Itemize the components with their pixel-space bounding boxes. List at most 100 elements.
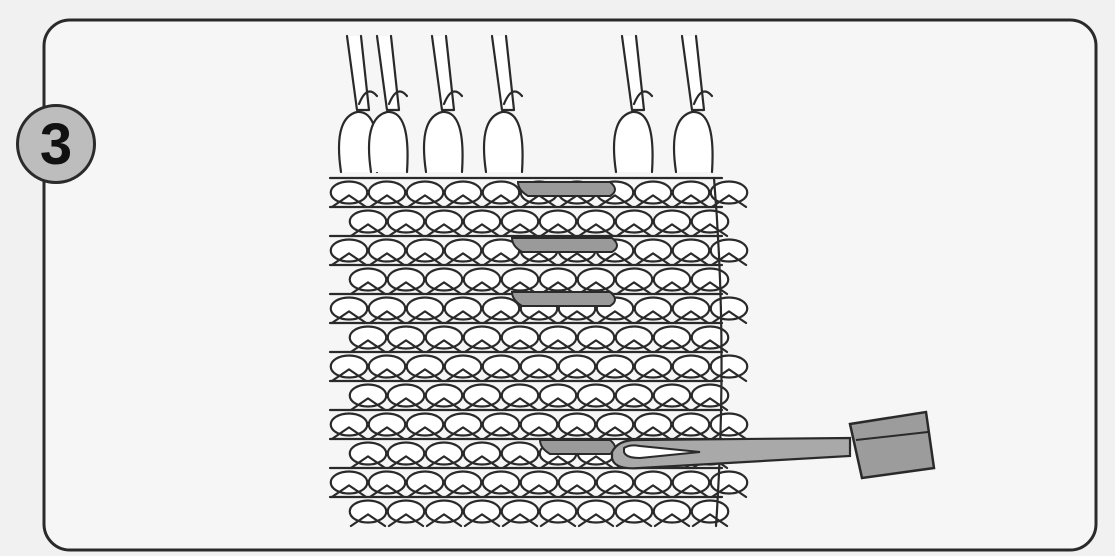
step-number-badge: 3 <box>16 104 96 184</box>
knit-stitch <box>464 500 500 522</box>
knit-stitch <box>521 355 557 377</box>
knit-stitch <box>616 500 652 522</box>
live-stitch-loop <box>424 112 463 172</box>
knit-stitch <box>521 413 557 435</box>
knit-stitch <box>407 297 443 319</box>
knit-stitch <box>445 239 481 261</box>
live-stitch-loop <box>614 112 653 172</box>
knit-stitch <box>616 384 652 406</box>
knit-stitch <box>597 355 633 377</box>
knit-stitch <box>483 471 519 493</box>
knit-stitch <box>369 413 405 435</box>
knit-stitch <box>388 442 424 464</box>
knit-stitch <box>635 239 671 261</box>
knit-stitch <box>673 239 709 261</box>
knit-stitch <box>692 326 728 348</box>
knit-stitch <box>616 210 652 232</box>
knit-stitch <box>445 413 481 435</box>
knit-stitch <box>483 355 519 377</box>
knit-stitch <box>483 181 519 203</box>
knit-stitch <box>521 471 557 493</box>
knit-stitch <box>711 471 747 493</box>
knit-stitch <box>426 210 462 232</box>
knit-stitch <box>369 355 405 377</box>
knit-stitch <box>597 471 633 493</box>
knit-stitch <box>673 413 709 435</box>
knit-stitch <box>331 471 367 493</box>
knit-stitch <box>331 239 367 261</box>
knit-stitch <box>483 297 519 319</box>
knit-stitch <box>369 471 405 493</box>
knit-stitch <box>502 268 538 290</box>
knit-stitch <box>578 210 614 232</box>
ladder-bar <box>512 292 615 306</box>
knit-stitch <box>540 326 576 348</box>
knit-stitch <box>711 355 747 377</box>
ladder-bar <box>540 440 615 454</box>
knit-stitch <box>692 268 728 290</box>
knit-stitch <box>388 500 424 522</box>
knit-stitch <box>445 471 481 493</box>
knit-stitch <box>464 442 500 464</box>
knit-stitch <box>692 500 728 522</box>
knit-stitch <box>578 384 614 406</box>
knit-stitch <box>426 442 462 464</box>
knit-stitch <box>559 471 595 493</box>
knit-stitch <box>369 239 405 261</box>
knit-stitch <box>540 500 576 522</box>
knit-stitch <box>407 471 443 493</box>
knit-stitch <box>426 326 462 348</box>
ladder-bar <box>512 238 617 252</box>
knit-stitch <box>711 297 747 319</box>
knit-stitch <box>673 355 709 377</box>
knit-stitch <box>635 181 671 203</box>
knit-stitch <box>350 500 386 522</box>
knit-stitch <box>350 326 386 348</box>
knit-stitch <box>350 442 386 464</box>
ladder-bar <box>518 182 615 196</box>
knit-stitch <box>464 268 500 290</box>
knit-stitch <box>692 384 728 406</box>
knit-stitch <box>388 384 424 406</box>
knit-stitch <box>597 413 633 435</box>
knit-stitch <box>445 297 481 319</box>
knit-stitch <box>635 471 671 493</box>
knit-stitch <box>388 210 424 232</box>
knit-stitch <box>350 210 386 232</box>
knit-stitch <box>578 500 614 522</box>
knit-stitch <box>578 268 614 290</box>
knit-stitch <box>654 384 690 406</box>
knit-stitch <box>559 355 595 377</box>
knit-stitch <box>350 268 386 290</box>
knit-stitch <box>445 355 481 377</box>
live-stitch-loop <box>369 112 408 172</box>
knit-stitch <box>502 326 538 348</box>
knit-stitch <box>616 268 652 290</box>
knit-stitch <box>559 413 595 435</box>
knit-stitch <box>540 268 576 290</box>
knit-stitch <box>673 181 709 203</box>
knit-stitch <box>673 297 709 319</box>
knit-stitch <box>635 355 671 377</box>
knit-stitch <box>654 326 690 348</box>
live-stitch-loop <box>674 112 713 172</box>
live-stitch-loop <box>484 112 523 172</box>
knit-stitch <box>616 326 652 348</box>
knit-stitch <box>464 210 500 232</box>
knit-stitch <box>426 500 462 522</box>
knit-stitch <box>369 181 405 203</box>
knit-stitch <box>635 297 671 319</box>
knit-stitch <box>711 239 747 261</box>
knit-stitch <box>331 413 367 435</box>
knit-stitch <box>502 384 538 406</box>
knit-stitch <box>388 326 424 348</box>
knit-stitch <box>426 268 462 290</box>
knit-stitch <box>369 297 405 319</box>
knit-stitch <box>407 181 443 203</box>
step-number: 3 <box>40 116 72 174</box>
knit-stitch <box>350 384 386 406</box>
knit-stitch <box>407 239 443 261</box>
knit-stitch <box>654 500 690 522</box>
knit-stitch <box>540 210 576 232</box>
knit-stitch <box>464 326 500 348</box>
